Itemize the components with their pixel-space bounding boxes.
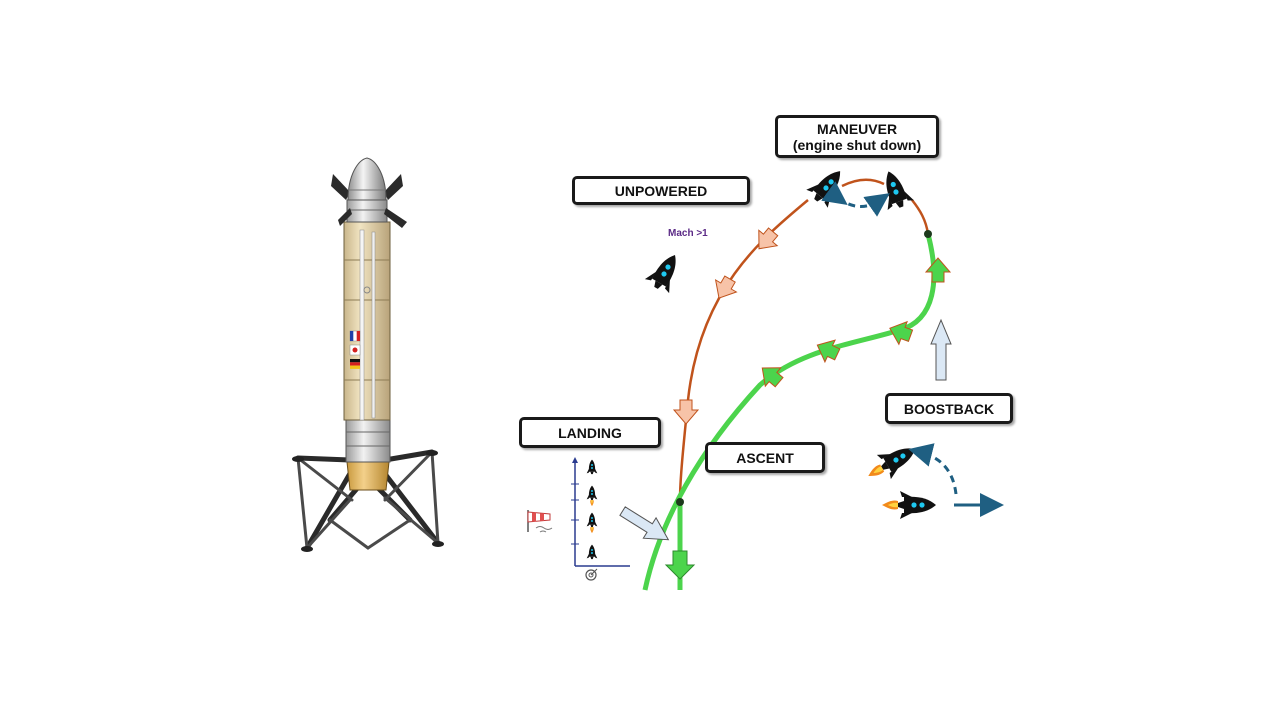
maneuver-rotation-arrow bbox=[821, 181, 890, 217]
boostback-label: BOOSTBACK bbox=[885, 393, 1013, 424]
maneuver-subtitle: (engine shut down) bbox=[792, 136, 922, 153]
target-icon bbox=[585, 568, 598, 581]
rocket-icon bbox=[586, 512, 598, 534]
rocket-icon bbox=[586, 459, 598, 475]
ascent-arrow bbox=[924, 257, 952, 283]
apex-dot bbox=[924, 230, 932, 238]
rocket-icon bbox=[882, 491, 936, 519]
ascent-text: ASCENT bbox=[736, 449, 794, 466]
boostback-rotation-arrow bbox=[908, 443, 958, 495]
ascent-arrow bbox=[761, 367, 784, 388]
landing-text: LANDING bbox=[558, 424, 622, 441]
landing-sequence-inset bbox=[527, 457, 630, 581]
boostback-text: BOOSTBACK bbox=[903, 400, 995, 417]
unpowered-label: UNPOWERED bbox=[572, 176, 750, 205]
rocket-icon bbox=[586, 544, 598, 560]
mach-annotation: Mach >1 bbox=[668, 228, 708, 239]
landing-arrow bbox=[664, 550, 696, 580]
apex-path bbox=[911, 199, 930, 235]
windsock-icon bbox=[527, 510, 553, 533]
burn-start-dot bbox=[676, 498, 684, 506]
ascent-arrow bbox=[889, 320, 914, 346]
boostback-thrust-arrow bbox=[930, 318, 952, 381]
landing-vehicle-illustration bbox=[292, 157, 444, 552]
rocket-icon bbox=[586, 485, 598, 507]
ascent-arrow bbox=[816, 339, 841, 364]
wind-arrow bbox=[619, 506, 670, 541]
maneuver-label: MANEUVER (engine shut down) bbox=[775, 115, 939, 158]
landing-label: LANDING bbox=[519, 417, 661, 448]
rocket-icon bbox=[875, 166, 915, 212]
descent-arrow bbox=[714, 275, 738, 299]
unpowered-text: UNPOWERED bbox=[614, 182, 708, 199]
rocket-icon bbox=[866, 436, 923, 481]
maneuver-title: MANEUVER bbox=[816, 120, 898, 137]
descent-arrow bbox=[672, 399, 700, 425]
rocket-icon bbox=[643, 247, 688, 295]
ascent-label: ASCENT bbox=[705, 442, 825, 473]
maneuver-arc bbox=[841, 178, 885, 188]
descent-arrow bbox=[758, 227, 779, 250]
